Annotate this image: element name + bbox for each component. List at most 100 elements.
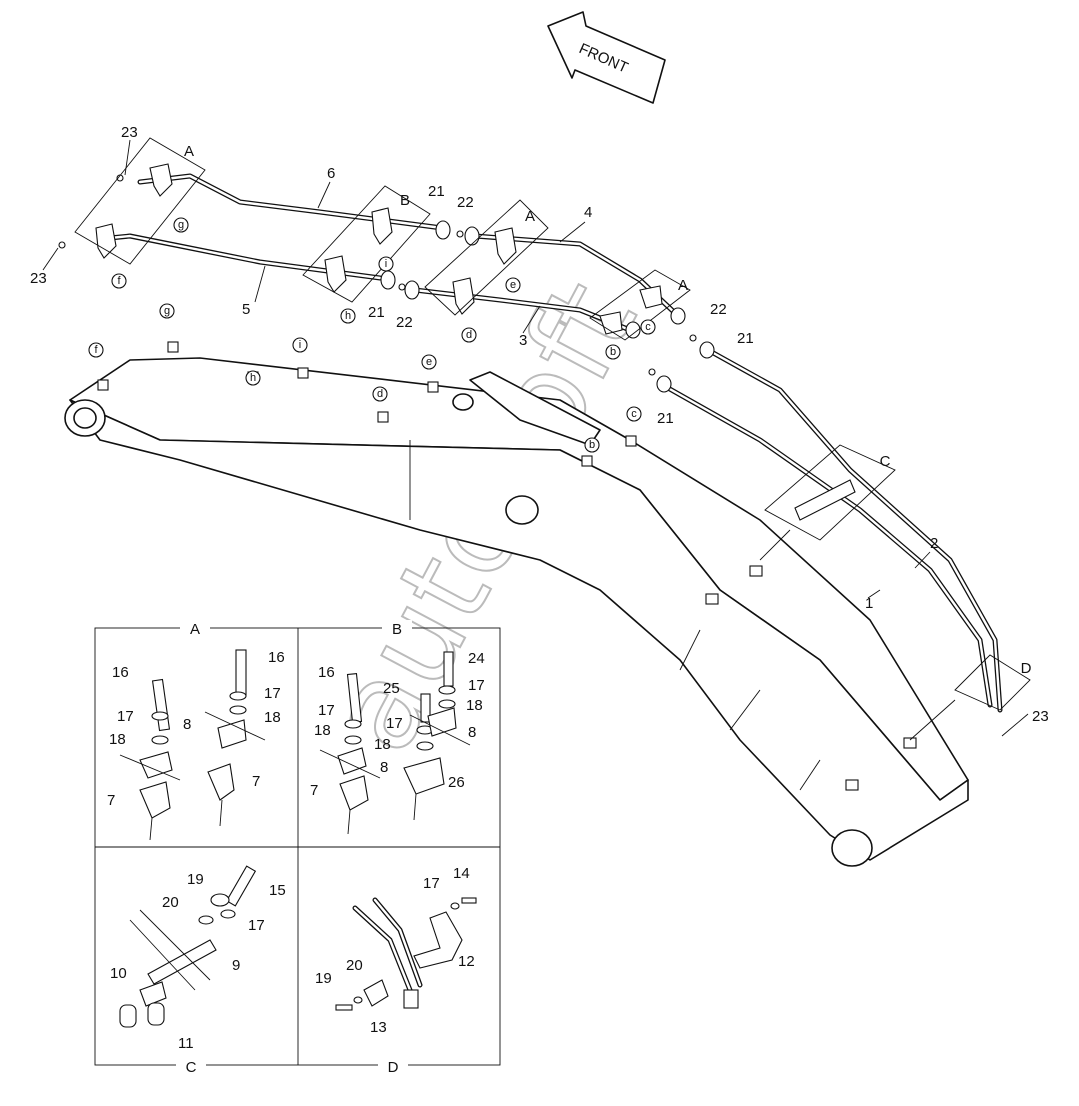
label-16: 16 bbox=[318, 664, 335, 681]
label-22: 22 bbox=[710, 301, 727, 318]
label-8: 8 bbox=[183, 716, 191, 733]
svg-text:g: g bbox=[178, 219, 184, 231]
point-markers: b b c c d d e e f f g g h h i i bbox=[88, 217, 656, 453]
label-19: 19 bbox=[187, 871, 204, 888]
svg-text:i: i bbox=[299, 339, 301, 351]
label-17: 17 bbox=[264, 685, 281, 702]
label-16: 16 bbox=[112, 664, 129, 681]
label-9: 9 bbox=[232, 957, 240, 974]
label-18: 18 bbox=[374, 736, 391, 753]
svg-text:c: c bbox=[631, 408, 637, 420]
panel-c: 19 15 20 17 9 10 11 bbox=[110, 865, 286, 1052]
label-20: 20 bbox=[162, 894, 179, 911]
marker-e-2: e bbox=[505, 277, 521, 293]
svg-text:h: h bbox=[250, 372, 256, 384]
callout-d: D bbox=[1021, 660, 1032, 677]
label-7: 7 bbox=[107, 792, 115, 809]
marker-c-1: c bbox=[626, 406, 642, 422]
label-24: 24 bbox=[468, 650, 485, 667]
callout-a: A bbox=[678, 277, 688, 294]
panel-title-c: C bbox=[186, 1059, 197, 1076]
marker-f-1: f bbox=[88, 342, 104, 358]
panel-b: 16 24 25 17 17 17 18 18 18 8 8 7 26 bbox=[310, 650, 485, 835]
label-15: 15 bbox=[269, 882, 286, 899]
label-16: 16 bbox=[268, 649, 285, 666]
panel-title-a: A bbox=[190, 621, 200, 638]
label-26: 26 bbox=[448, 774, 465, 791]
label-19: 19 bbox=[315, 970, 332, 987]
label-7: 7 bbox=[252, 773, 260, 790]
boom bbox=[64, 341, 969, 867]
svg-text:g: g bbox=[164, 305, 170, 317]
label-21: 21 bbox=[368, 304, 385, 321]
svg-text:b: b bbox=[589, 439, 595, 451]
marker-g-2: g bbox=[173, 217, 189, 233]
callout-a: A bbox=[525, 208, 535, 225]
panel-d: 14 17 12 20 19 13 bbox=[315, 865, 477, 1036]
label-18: 18 bbox=[466, 697, 483, 714]
svg-text:c: c bbox=[645, 321, 651, 333]
marker-f-2: f bbox=[111, 273, 127, 289]
label-18: 18 bbox=[314, 722, 331, 739]
svg-text:b: b bbox=[610, 346, 616, 358]
label-14: 14 bbox=[453, 865, 470, 882]
label-13: 13 bbox=[370, 1019, 387, 1036]
panel-a: 16 16 17 17 18 18 8 7 7 bbox=[107, 649, 285, 841]
marker-h-2: h bbox=[340, 308, 356, 324]
label-25: 25 bbox=[383, 680, 400, 697]
main-part-labels: 23 23 23 6 5 4 3 2 1 21 21 21 21 22 22 2… bbox=[30, 124, 1049, 737]
marker-b-1: b bbox=[584, 437, 600, 453]
label-2: 2 bbox=[930, 535, 938, 552]
callout-b: B bbox=[400, 192, 410, 209]
label-18: 18 bbox=[264, 709, 281, 726]
label-5: 5 bbox=[242, 301, 250, 318]
label-17: 17 bbox=[468, 677, 485, 694]
label-23: 23 bbox=[30, 270, 47, 287]
marker-g-1: g bbox=[159, 303, 175, 319]
label-20: 20 bbox=[346, 957, 363, 974]
marker-b-2: b bbox=[605, 344, 621, 360]
label-1: 1 bbox=[865, 595, 873, 612]
boom-pipes bbox=[665, 347, 1003, 713]
label-17: 17 bbox=[386, 715, 403, 732]
detail-panels: A B C D bbox=[94, 620, 501, 1076]
svg-text:h: h bbox=[345, 310, 351, 322]
label-6: 6 bbox=[327, 165, 335, 182]
svg-text:d: d bbox=[466, 329, 472, 341]
callout-c: C bbox=[880, 453, 891, 470]
label-17: 17 bbox=[248, 917, 265, 934]
marker-d-2: d bbox=[461, 327, 477, 343]
svg-text:i: i bbox=[385, 258, 387, 270]
marker-h-1: h bbox=[245, 370, 261, 386]
label-22: 22 bbox=[396, 314, 413, 331]
panel-title-b: B bbox=[392, 621, 402, 638]
label-21: 21 bbox=[737, 330, 754, 347]
label-12: 12 bbox=[458, 953, 475, 970]
front-arrow: FRONT bbox=[547, 11, 666, 104]
label-4: 4 bbox=[584, 204, 592, 221]
svg-text:e: e bbox=[510, 279, 516, 291]
svg-text:e: e bbox=[426, 356, 432, 368]
panel-title-d: D bbox=[388, 1059, 399, 1076]
label-8: 8 bbox=[468, 724, 476, 741]
label-8: 8 bbox=[380, 759, 388, 776]
label-17: 17 bbox=[117, 708, 134, 725]
label-11: 11 bbox=[178, 1035, 194, 1052]
label-21: 21 bbox=[657, 410, 674, 427]
marker-i-1: i bbox=[292, 337, 308, 353]
marker-i-2: i bbox=[378, 256, 394, 272]
label-21: 21 bbox=[428, 183, 445, 200]
label-23: 23 bbox=[121, 124, 138, 141]
label-22: 22 bbox=[457, 194, 474, 211]
upper-pipes bbox=[58, 163, 715, 393]
marker-d-1: d bbox=[372, 386, 388, 402]
marker-e-1: e bbox=[421, 354, 437, 370]
label-23: 23 bbox=[1032, 708, 1049, 725]
svg-text:f: f bbox=[117, 275, 121, 287]
label-17: 17 bbox=[423, 875, 440, 892]
label-18: 18 bbox=[109, 731, 126, 748]
svg-text:f: f bbox=[94, 344, 98, 356]
label-10: 10 bbox=[110, 965, 127, 982]
label-7: 7 bbox=[310, 782, 318, 799]
